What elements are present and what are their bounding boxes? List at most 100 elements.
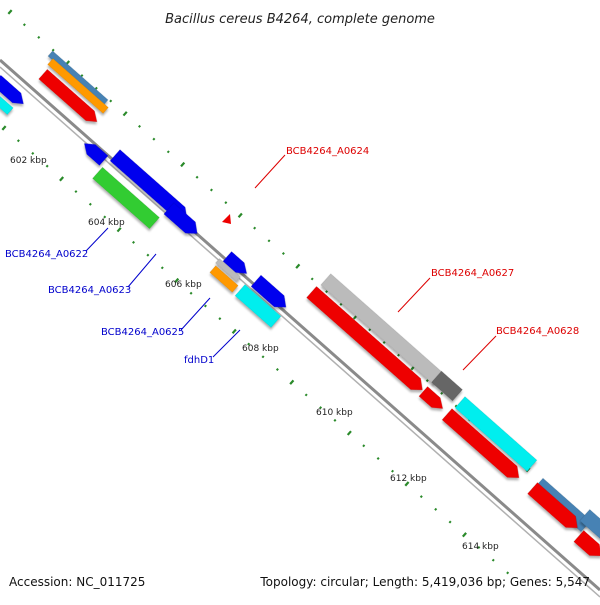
scale-label: 614 kbp bbox=[462, 542, 499, 552]
tick-inner-major bbox=[461, 532, 467, 538]
gene-feature-cyan bbox=[0, 92, 14, 116]
tick-inner-minor bbox=[419, 495, 423, 499]
gene-feature-red bbox=[441, 408, 520, 479]
tick-inner-major bbox=[59, 176, 65, 182]
tick-inner-minor bbox=[304, 393, 308, 397]
tick-outer-major bbox=[237, 212, 243, 218]
tick-inner-minor bbox=[391, 469, 395, 473]
gene-feature-red bbox=[306, 285, 423, 391]
gene-label[interactable]: BCB4264_A0623 bbox=[48, 285, 131, 296]
tick-inner-minor bbox=[132, 240, 135, 244]
tick-inner-minor bbox=[74, 190, 78, 194]
tick-inner-minor bbox=[160, 266, 164, 270]
tick-inner-minor bbox=[31, 151, 35, 155]
tick-outer-minor bbox=[152, 137, 156, 141]
accession-label: Accession: NC_011725 bbox=[9, 575, 145, 589]
gene-label[interactable]: BCB4264_A0625 bbox=[101, 327, 184, 338]
tick-inner-minor bbox=[477, 545, 481, 549]
gene-feature-red bbox=[418, 386, 444, 409]
gene-feature-red bbox=[573, 530, 600, 557]
gene-features bbox=[0, 50, 600, 557]
tick-outer-major bbox=[295, 263, 301, 269]
tick-inner-minor bbox=[333, 418, 337, 422]
tick-inner-minor bbox=[506, 571, 510, 575]
tick-outer-major bbox=[122, 111, 128, 117]
tick-outer-minor bbox=[382, 341, 386, 344]
tick-outer-minor bbox=[440, 391, 444, 395]
gene-feature-steel bbox=[579, 509, 600, 541]
scale-label: 604 kbp bbox=[88, 218, 125, 228]
tick-inner-minor bbox=[189, 291, 193, 295]
tick-inner-minor bbox=[376, 457, 380, 460]
tick-outer-minor bbox=[310, 277, 314, 281]
gene-label[interactable]: BCB4264_A0624 bbox=[286, 146, 369, 157]
tick-outer-minor bbox=[37, 35, 41, 39]
tick-inner-major bbox=[346, 430, 352, 436]
leader-line-a0625 bbox=[180, 297, 211, 331]
gene-feature-blue bbox=[222, 251, 248, 274]
tick-outer-minor bbox=[166, 150, 170, 154]
tick-outer-minor bbox=[22, 23, 26, 27]
gene-feature-darkgray bbox=[431, 370, 463, 402]
scale-label: 608 kbp bbox=[242, 344, 279, 354]
tick-inner-minor bbox=[448, 520, 452, 524]
tick-outer-minor bbox=[224, 201, 228, 205]
tick-outer-minor bbox=[281, 252, 285, 255]
tick-outer-minor bbox=[425, 379, 429, 383]
tick-inner-minor bbox=[434, 507, 438, 511]
tick-inner-minor bbox=[88, 202, 92, 206]
tick-inner-minor bbox=[16, 139, 20, 143]
tick-outer-major bbox=[180, 161, 186, 168]
gene-feature-blue bbox=[163, 202, 198, 234]
tick-inner-minor bbox=[247, 342, 251, 346]
leader-line-fdhd1 bbox=[212, 329, 241, 358]
scale-label: 610 kbp bbox=[316, 408, 353, 418]
genome-backbone-outer bbox=[0, 58, 600, 592]
tick-inner-major bbox=[404, 481, 410, 487]
tick-outer-minor bbox=[109, 99, 113, 103]
gene-label[interactable]: BCB4264_A0622 bbox=[5, 249, 88, 260]
tick-outer-minor bbox=[195, 175, 199, 179]
tick-outer-minor bbox=[325, 290, 329, 294]
scale-label: 602 kbp bbox=[10, 156, 47, 166]
tick-outer-minor bbox=[209, 188, 213, 192]
tick-outer-minor bbox=[267, 239, 271, 243]
genome-summary: Topology: circular; Length: 5,419,036 bp… bbox=[259, 575, 590, 589]
gene-label[interactable]: BCB4264_A0627 bbox=[431, 268, 514, 279]
tick-inner-minor bbox=[103, 215, 107, 219]
gene-feature-blue bbox=[0, 74, 24, 105]
gene-label[interactable]: fdhD1 bbox=[184, 355, 214, 366]
tick-outer-minor bbox=[138, 124, 141, 128]
gene-feature-red-marker bbox=[222, 214, 231, 224]
tick-outer-minor bbox=[368, 328, 372, 332]
tick-outer-minor bbox=[397, 353, 401, 357]
tick-inner-minor bbox=[261, 355, 265, 359]
leader-line-a0623 bbox=[127, 253, 157, 288]
leader-line-a0622 bbox=[85, 227, 109, 252]
tick-outer-major bbox=[7, 9, 13, 15]
tick-inner-minor bbox=[203, 304, 207, 308]
tick-inner-major bbox=[174, 277, 180, 284]
tick-inner-minor bbox=[362, 444, 366, 448]
label-leader-lines bbox=[85, 154, 497, 371]
tick-outer-minor bbox=[339, 302, 343, 306]
tick-inner-major bbox=[116, 227, 122, 233]
scale-label: 612 kbp bbox=[390, 474, 427, 484]
tick-inner-minor bbox=[146, 253, 150, 257]
gene-feature-blue bbox=[250, 274, 287, 308]
gene-label[interactable]: BCB4264_A0628 bbox=[496, 326, 579, 337]
tick-inner-minor bbox=[218, 317, 222, 321]
gene-feature-red bbox=[38, 68, 98, 123]
tick-outer-minor bbox=[253, 226, 257, 230]
tick-inner-major bbox=[1, 125, 7, 131]
gene-feature-lightgray bbox=[320, 273, 444, 385]
leader-line-a0627 bbox=[397, 277, 431, 313]
leader-line-a0628 bbox=[462, 335, 497, 371]
tick-inner-major bbox=[289, 379, 295, 385]
map-title: Bacillus cereus B4264, complete genome bbox=[165, 12, 435, 27]
gene-feature-red bbox=[527, 482, 578, 529]
tick-outer-minor bbox=[454, 404, 458, 408]
